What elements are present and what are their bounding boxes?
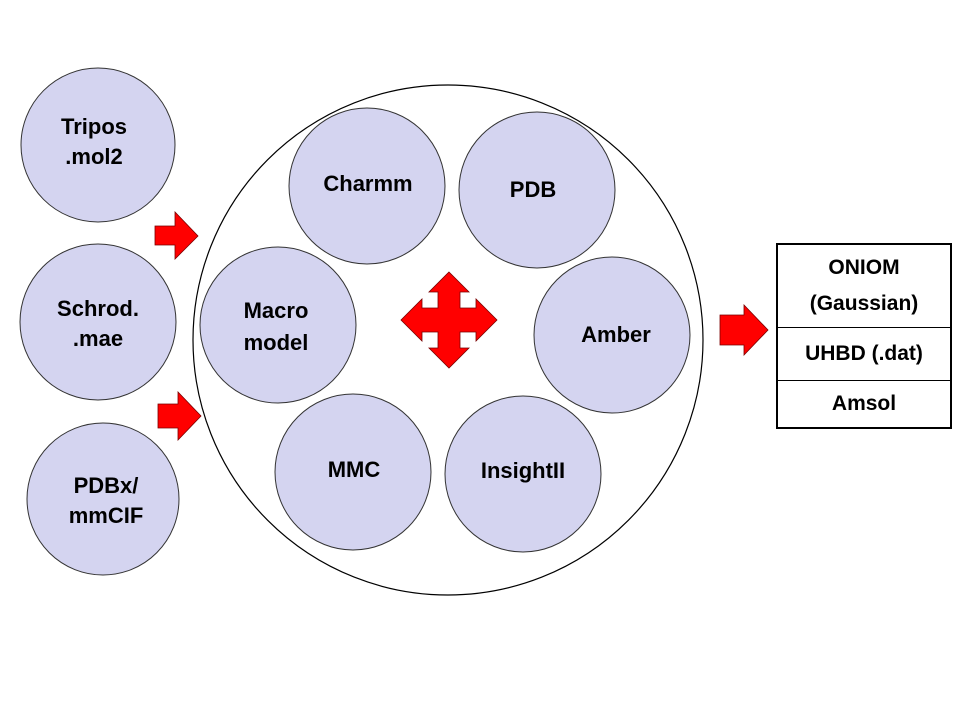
four-way-arrow-icon — [400, 271, 498, 369]
hub-label-line: Amber — [581, 322, 651, 347]
hub-label-line: MMC — [328, 457, 381, 482]
input-label-line: Schrod. — [57, 296, 139, 321]
input-label-line: PDBx/ — [74, 473, 139, 498]
hub-label-line: InsightII — [481, 458, 565, 483]
output-label-line: UHBD (.dat) — [777, 327, 951, 381]
input-node-pdbx: PDBx/ mmCIF — [26, 422, 180, 576]
output-row-uhbd: UHBD (.dat) — [777, 327, 951, 381]
hub-node-amber: Amber — [533, 256, 691, 414]
output-row-amsol: Amsol — [777, 380, 951, 428]
input-label-line: mmCIF — [69, 503, 144, 528]
input-label-line: .mae — [73, 326, 123, 351]
right-arrow-icon — [157, 391, 202, 441]
hub-label-line: Macro — [244, 298, 309, 323]
input-node-schrodinger: Schrod. .mae — [19, 243, 177, 401]
hub-node-insightii: InsightII — [444, 395, 602, 553]
hub-node-mmc: MMC — [274, 393, 432, 551]
output-label-line: ONIOM — [828, 256, 900, 279]
right-arrow-icon — [719, 304, 769, 356]
hub-label-line: model — [244, 330, 309, 355]
hub-node-macromodel: Macro model — [199, 246, 357, 404]
hub-node-charmm: Charmm — [288, 107, 446, 265]
input-node-tripos: Tripos .mol2 — [20, 67, 176, 223]
input-label-line: Tripos — [61, 114, 127, 139]
hub-label-line: PDB — [510, 177, 556, 202]
hub-label-line: Charmm — [323, 171, 412, 196]
output-label-line: Amsol — [777, 380, 951, 428]
output-formats-table: ONIOM (Gaussian) UHBD (.dat) Amsol — [776, 243, 952, 429]
output-label-line: (Gaussian) — [809, 292, 919, 315]
hub-node-pdb: PDB — [458, 111, 616, 269]
output-row-oniom: ONIOM (Gaussian) — [777, 244, 951, 328]
right-arrow-icon — [154, 211, 199, 260]
input-label-line: .mol2 — [65, 144, 122, 169]
